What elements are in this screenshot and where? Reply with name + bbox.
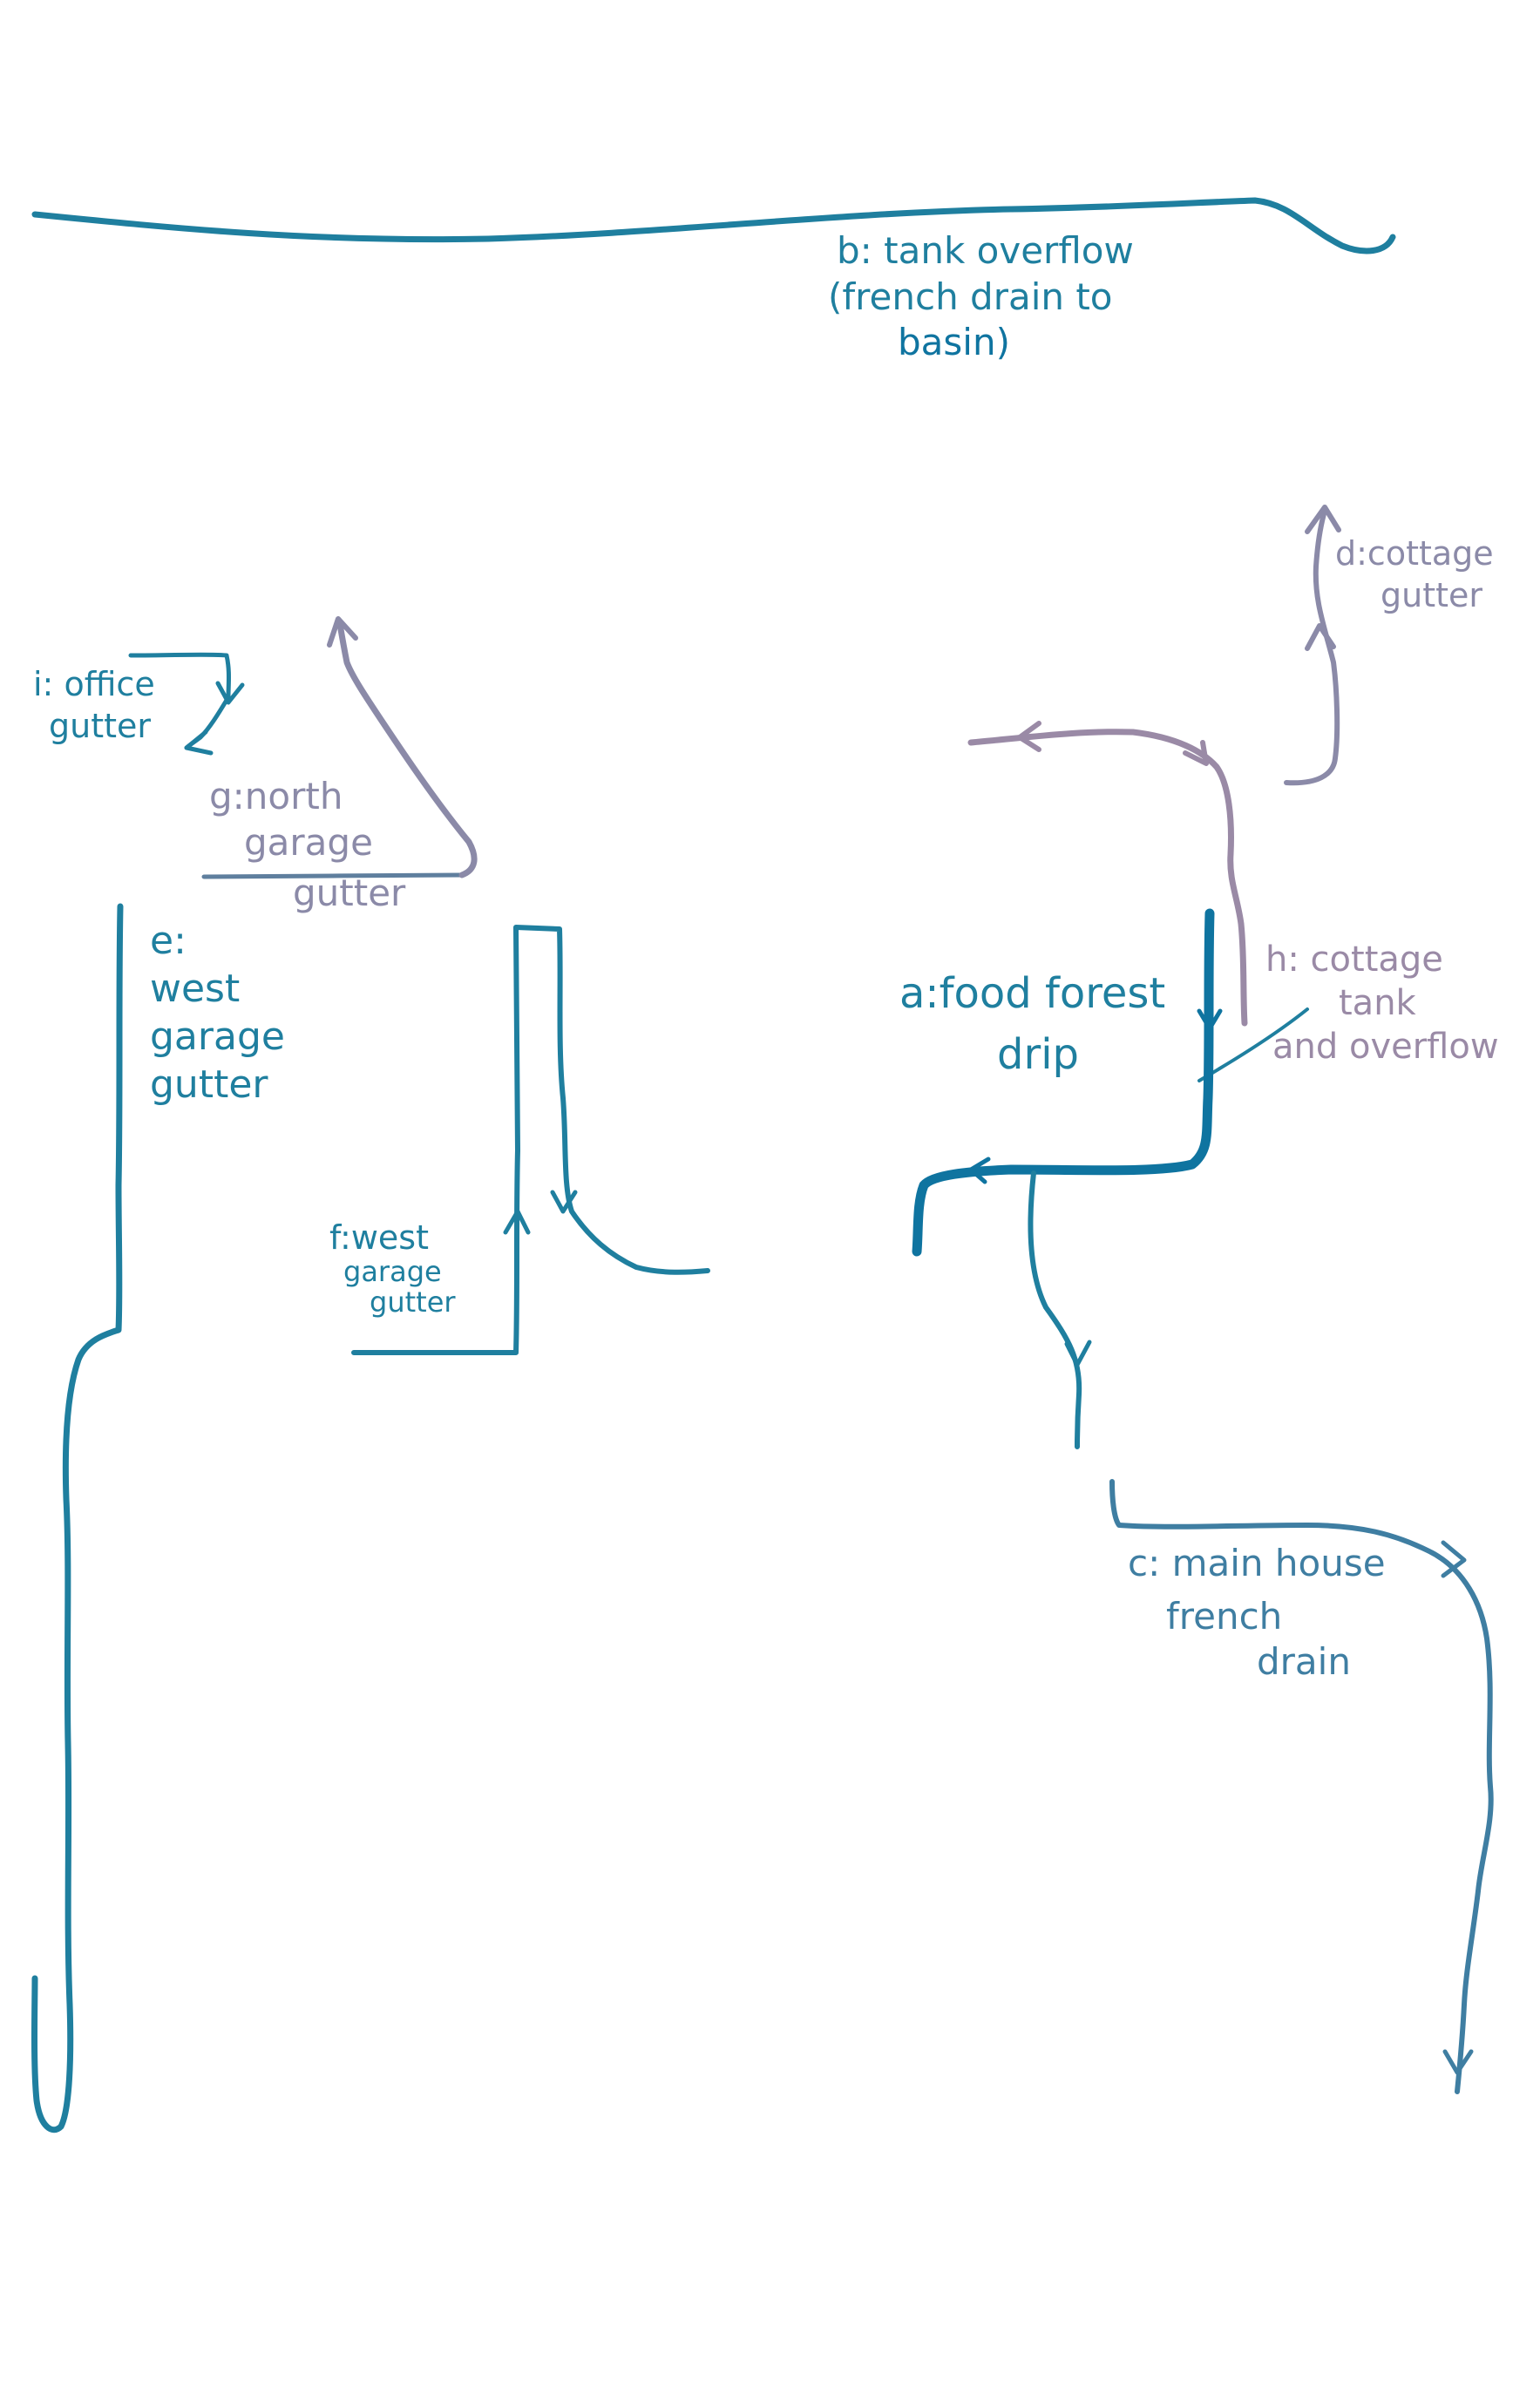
food-forest-branch <box>1028 1170 1082 1449</box>
label-e-line4: gutter <box>150 1062 268 1107</box>
label-f-line2: garage <box>343 1254 442 1288</box>
label-g-north-garage-gutter: g:north garage gutter <box>209 774 405 917</box>
label-c-line3: drain <box>1257 1640 1351 1683</box>
label-g-line2: garage <box>244 820 373 864</box>
cottage-tank-line <box>967 729 1248 1027</box>
label-b-line3: basin) <box>898 321 1010 363</box>
label-d-line2: gutter <box>1381 575 1483 614</box>
cottage-gutter-arrowhead-mid <box>1305 623 1336 651</box>
label-a-food-forest-drip: a:food forest drip <box>899 967 1165 1081</box>
label-d-cottage-gutter: d:cottage gutter <box>1335 533 1494 616</box>
north-garage-gutter-line <box>336 621 478 878</box>
west-garage-long-line <box>31 903 124 2133</box>
label-c-main-house-french-drain: c: main house french drain <box>1128 1541 1386 1686</box>
label-h-cottage-tank: h: cottage tank and overflow <box>1265 938 1499 1068</box>
food-forest-arrowhead-left <box>968 1157 991 1184</box>
label-e-west-garage-gutter: e: west garage gutter <box>150 917 285 1109</box>
main-house-drain-arrowhead-bottom <box>1442 2049 1474 2075</box>
west-garage-loop <box>351 925 710 1355</box>
label-g-line1: g:north <box>209 775 343 817</box>
main-house-drain-arrowhead-top <box>1441 1540 1467 1578</box>
label-f-line1: f:west <box>329 1218 429 1257</box>
label-b-line2: (french drain to <box>828 275 1113 318</box>
label-e-line3: garage <box>150 1014 285 1059</box>
cottage-tank-arrowhead-left <box>1017 721 1041 752</box>
label-b-line1: b: tank overflow <box>837 229 1134 272</box>
label-a-line1: a:food forest <box>899 969 1166 1018</box>
food-forest-drip-line <box>912 908 1215 1257</box>
north-garage-arrowhead <box>327 616 358 648</box>
label-i-office-gutter: i: office gutter <box>33 664 155 747</box>
label-e-line2: west <box>150 967 241 1011</box>
label-h-line2: tank <box>1339 983 1416 1023</box>
tank-overflow-line <box>31 197 1396 254</box>
west-garage-arrowhead-down <box>550 1190 578 1214</box>
label-c-line2: french <box>1166 1594 1283 1638</box>
label-h-line1: h: cottage <box>1265 940 1443 980</box>
label-g-line3: gutter <box>293 872 406 914</box>
cottage-tank-arrowhead-right <box>1183 740 1209 766</box>
main-house-french-drain <box>1109 1479 1494 2094</box>
label-d-line1: d:cottage <box>1335 534 1494 573</box>
label-a-line2: drip <box>997 1030 1080 1079</box>
north-garage-underline <box>201 872 465 879</box>
food-forest-branch-arrowhead <box>1064 1340 1092 1367</box>
label-i-line1: i: office <box>33 665 155 703</box>
food-forest-arrowhead <box>1197 1008 1223 1031</box>
label-e-line1: e: <box>150 919 187 963</box>
office-gutter-arrowhead-down <box>215 681 245 705</box>
label-f-west-garage-gutter: f:west garage gutter <box>329 1218 456 1319</box>
cottage-gutter-line <box>1284 508 1340 786</box>
label-i-line2: gutter <box>49 706 152 745</box>
label-b-tank-overflow: b: tank overflow (french drain to basin) <box>828 228 1134 366</box>
label-f-line3: gutter <box>370 1285 456 1319</box>
label-c-line1: c: main house <box>1128 1542 1386 1584</box>
cottage-gutter-arrowhead-top <box>1305 505 1341 534</box>
west-garage-arrowhead-up <box>503 1209 531 1235</box>
label-h-line3: and overflow <box>1272 1027 1499 1067</box>
office-gutter-arrowhead-left <box>184 729 214 756</box>
